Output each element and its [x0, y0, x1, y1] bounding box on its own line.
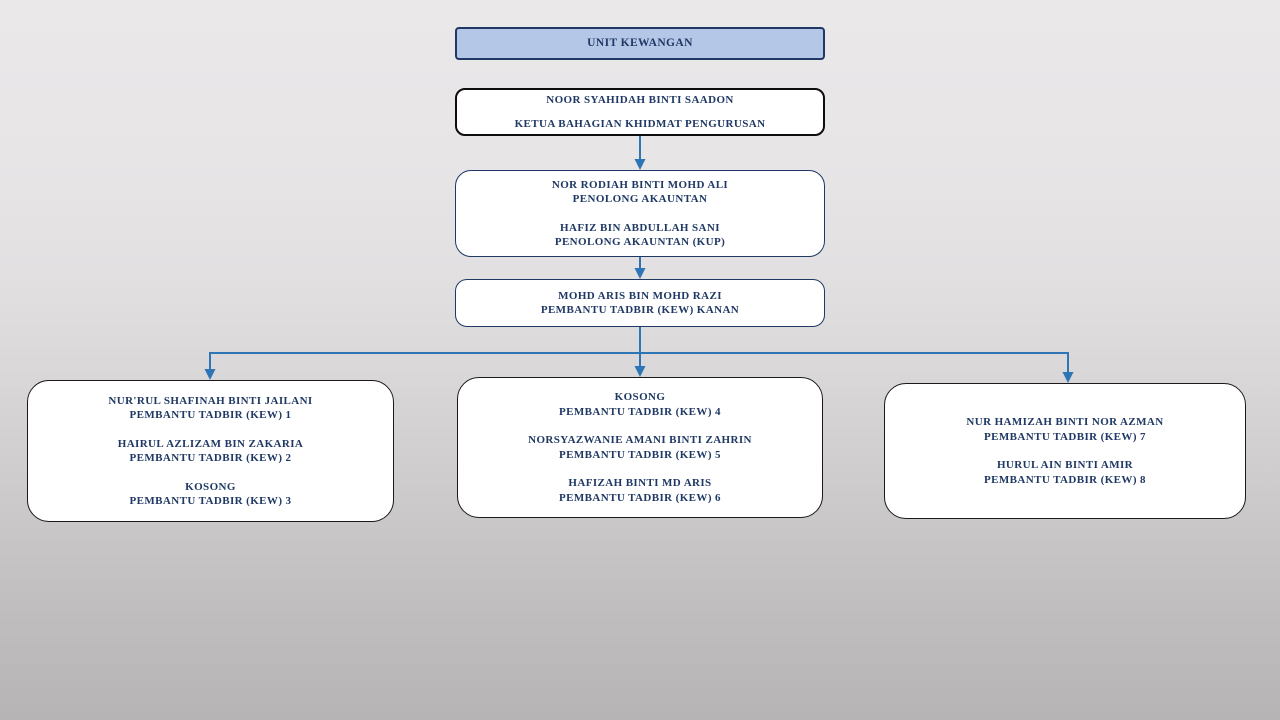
unit-title-label: UNIT KEWANGAN: [587, 37, 693, 50]
person-role: PEMBANTU TADBIR (KEW) 1: [129, 409, 292, 421]
node-ketua-bahagian: NOOR SYAHIDAH BINTI SAADON KETUA BAHAGIA…: [455, 88, 825, 136]
arrowhead-kanan: [634, 268, 646, 279]
person-name: HAIRUL AZLIZAM BIN ZAKARIA: [117, 437, 304, 450]
node-penolong-akauntan: NOR RODIAH BINTI MOHD ALI PENOLONG AKAUN…: [455, 170, 825, 257]
person-entry: NUR'RUL SHAFINAH BINTI JAILANI PEMBANTU …: [108, 394, 312, 423]
person-name: NUR'RUL SHAFINAH BINTI JAILANI: [108, 394, 313, 407]
person-name: HURUL AIN BINTI AMIR: [996, 459, 1134, 471]
person-role: PENOLONG AKAUNTAN: [572, 193, 708, 205]
person-name: HAFIZAH BINTI MD ARIS: [568, 477, 712, 489]
person-entry: HAFIZAH BINTI MD ARIS PEMBANTU TADBIR (K…: [559, 476, 721, 505]
person-role: PEMBANTU TADBIR (KEW) 3: [129, 495, 292, 507]
arrowhead-group-2: [634, 366, 646, 377]
person-entry: KOSONG PEMBANTU TADBIR (KEW) 4: [559, 390, 721, 419]
arrowhead-group-3: [1062, 372, 1074, 383]
person-role: KETUA BAHAGIAN KHIDMAT PENGURUSAN: [514, 117, 766, 130]
person-name: NUR HAMIZAH BINTI NOR AZMAN: [966, 416, 1164, 428]
node-group-kew-1-3: NUR'RUL SHAFINAH BINTI JAILANI PEMBANTU …: [27, 380, 394, 522]
unit-title-box: UNIT KEWANGAN: [455, 27, 825, 60]
person-role: PEMBANTU TADBIR (KEW) 8: [984, 473, 1146, 486]
person-name: MOHD ARIS BIN MOHD RAZI: [558, 289, 722, 302]
node-group-kew-7-8: NUR HAMIZAH BINTI NOR AZMAN PEMBANTU TAD…: [884, 383, 1246, 519]
person-entry: HAFIZ BIN ABDULLAH SANI PENOLONG AKAUNTA…: [555, 221, 725, 250]
person-role: PEMBANTU TADBIR (KEW) 2: [129, 452, 292, 464]
person-name: NOOR SYAHIDAH BINTI SAADON: [546, 94, 734, 106]
person-role: PEMBANTU TADBIR (KEW) 5: [559, 448, 721, 461]
person-name: KOSONG: [185, 480, 236, 493]
person-entry: NUR HAMIZAH BINTI NOR AZMAN PEMBANTU TAD…: [966, 415, 1163, 444]
person-role: PEMBANTU TADBIR (KEW) 4: [559, 405, 721, 418]
arrowhead-penolong: [634, 159, 646, 170]
person-name: KOSONG: [614, 391, 666, 403]
node-pembantu-tadbir-kanan: MOHD ARIS BIN MOHD RAZI PEMBANTU TADBIR …: [455, 279, 825, 327]
person-entry: HAIRUL AZLIZAM BIN ZAKARIA PEMBANTU TADB…: [118, 437, 304, 466]
person-role: PEMBANTU TADBIR (KEW) 7: [984, 430, 1146, 443]
arrowhead-group-1: [204, 369, 216, 380]
person-entry: NOR RODIAH BINTI MOHD ALI PENOLONG AKAUN…: [552, 178, 728, 207]
node-group-kew-4-6: KOSONG PEMBANTU TADBIR (KEW) 4 NORSYAZWA…: [457, 377, 823, 518]
person-name: NOR RODIAH BINTI MOHD ALI: [551, 178, 729, 191]
person-role: PENOLONG AKAUNTAN (KUP): [554, 236, 726, 248]
person-name: NORSYAZWANIE AMANI BINTI ZAHRIN: [528, 434, 752, 446]
person-entry: NORSYAZWANIE AMANI BINTI ZAHRIN PEMBANTU…: [528, 433, 752, 462]
person-entry: KOSONG PEMBANTU TADBIR (KEW) 3: [130, 480, 292, 509]
person-role: PEMBANTU TADBIR (KEW) KANAN: [540, 304, 740, 316]
person-entry: HURUL AIN BINTI AMIR PEMBANTU TADBIR (KE…: [984, 458, 1146, 487]
person-role: PEMBANTU TADBIR (KEW) 6: [559, 491, 721, 504]
person-name: HAFIZ BIN ABDULLAH SANI: [560, 221, 720, 234]
